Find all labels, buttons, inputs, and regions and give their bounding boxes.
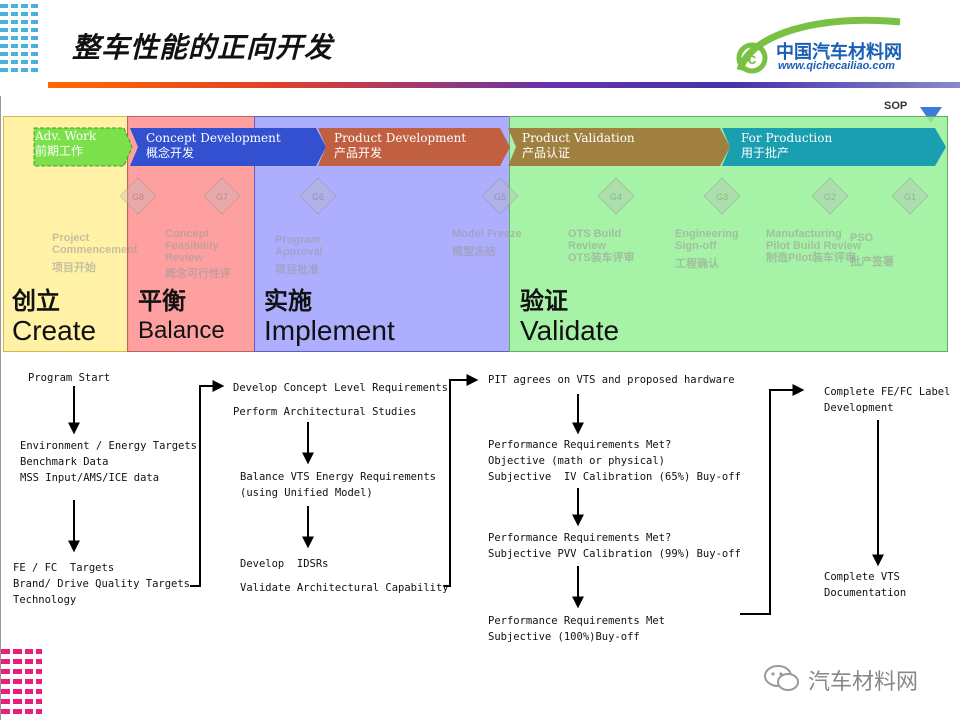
arrow-c2-to-c3 [444, 374, 479, 587]
step-perf-req-3: Performance Requirements Met Subjective … [488, 615, 666, 643]
header-rule [48, 82, 960, 88]
gate-g1-label: G1 [904, 192, 916, 202]
arrow-c1-to-c2 [190, 380, 225, 587]
gate-g5-diamond [481, 177, 519, 215]
svg-text:c: c [748, 51, 757, 68]
flow-arrows [68, 374, 884, 615]
watermark-text: 汽车材料网 [808, 670, 919, 695]
step-complete-label: Complete FE/FC Label Development [824, 386, 951, 414]
gate-g2-label: G2 [824, 192, 836, 202]
phase-adv-work-chevron [33, 127, 133, 167]
phase-production-chevron [722, 128, 946, 166]
sop-label: SOP [884, 100, 908, 112]
gate-g8-diamond [119, 177, 157, 215]
corner-decoration-bottom [0, 645, 42, 720]
logo-url: www.qichecailiao.com [778, 60, 895, 72]
logo-swoosh-icon: c [736, 16, 901, 74]
gate-g4-label: G4 [610, 192, 622, 202]
sop-triangle-icon [920, 107, 942, 123]
phase-concept-chevron [130, 128, 326, 166]
corner-decoration-top [0, 0, 38, 80]
phase-product-val-chevron [508, 128, 730, 166]
step-complete-vts: Complete VTS Documentation [824, 571, 907, 599]
gate-g8-label: G8 [132, 192, 144, 202]
gate-g6-label: G6 [312, 192, 324, 202]
step-pit-agrees: PIT agrees on VTS and proposed hardware [488, 374, 735, 386]
step-develop-concept: Develop Concept Level Requirements Perfo… [233, 382, 448, 418]
phase-chevrons [33, 127, 946, 167]
arrow-c3-to-c4 [740, 384, 805, 615]
step-perf-req-2: Performance Requirements Met? Subjective… [488, 532, 741, 560]
gate-g7-label: G7 [216, 192, 228, 202]
step-program-start: Program Start [28, 372, 111, 384]
gate-g4-diamond [597, 177, 635, 215]
gate-g7-diamond [203, 177, 241, 215]
gate-diamonds: G8 G7 G6 G5 G4 G3 G2 G1 [119, 177, 929, 215]
logo[interactable]: c 中国汽车材料网 www.qichecailiao.com [730, 14, 950, 78]
step-develop-idsrs: Develop IDSRs Validate Architectural Cap… [240, 558, 449, 594]
wechat-icon [764, 665, 799, 691]
step-fe-fc-targets: FE / FC Targets Brand/ Drive Quality Tar… [13, 562, 191, 606]
diagram-frame [0, 96, 960, 720]
step-balance-vts: Balance VTS Energy Requirements (using U… [240, 471, 436, 499]
gate-g3-diamond [703, 177, 741, 215]
step-perf-req-1: Performance Requirements Met? Objective … [488, 439, 741, 483]
page-title: 整车性能的正向开发 [72, 31, 334, 64]
logo-cn: 中国汽车材料网 [776, 42, 902, 63]
phase-product-dev-chevron [318, 128, 510, 166]
gate-g2-diamond [811, 177, 849, 215]
gate-g1-diamond [891, 177, 929, 215]
step-environment-targets: Environment / Energy Targets Benchmark D… [20, 440, 198, 484]
gate-g6-diamond [299, 177, 337, 215]
gate-g3-label: G3 [716, 192, 728, 202]
gate-g5-label: G5 [494, 192, 506, 202]
